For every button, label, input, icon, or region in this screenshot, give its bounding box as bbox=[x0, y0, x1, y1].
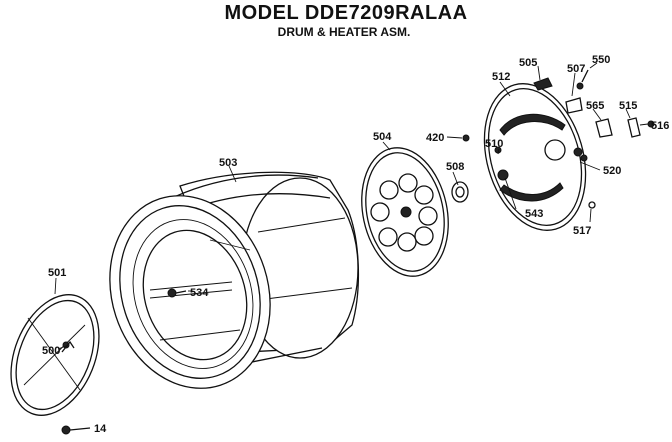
label-520: 520 bbox=[603, 165, 621, 177]
label-516: 516 bbox=[651, 120, 669, 132]
label-504: 504 bbox=[373, 131, 392, 143]
part-labels: 503 504 501 500 534 14 420 508 512 505 5… bbox=[42, 54, 669, 435]
rear-drum-head-part bbox=[361, 147, 449, 277]
label-515: 515 bbox=[619, 100, 637, 112]
bearing-508-part bbox=[451, 181, 469, 203]
small-parts-group bbox=[462, 69, 655, 209]
label-505: 505 bbox=[519, 57, 537, 69]
model-title: MODEL DDE7209RALAA bbox=[224, 2, 468, 24]
label-420: 420 bbox=[426, 132, 444, 144]
label-565: 565 bbox=[586, 100, 604, 112]
label-517: 517 bbox=[573, 225, 591, 237]
screw-14-part bbox=[61, 425, 91, 435]
label-550: 550 bbox=[592, 54, 610, 66]
leader-lines bbox=[54, 62, 649, 350]
label-500: 500 bbox=[42, 345, 60, 357]
label-534: 534 bbox=[190, 287, 209, 299]
label-512: 512 bbox=[492, 71, 510, 83]
label-508: 508 bbox=[446, 161, 464, 173]
label-501: 501 bbox=[48, 267, 66, 279]
label-503: 503 bbox=[219, 157, 237, 169]
assembly-subtitle: DRUM & HEATER ASM. bbox=[277, 25, 411, 39]
heater-panel-part bbox=[483, 83, 588, 231]
label-543: 543 bbox=[525, 208, 543, 220]
front-seal-ring-part bbox=[10, 294, 100, 416]
label-14: 14 bbox=[94, 423, 107, 435]
drum-part bbox=[109, 171, 360, 389]
label-510: 510 bbox=[485, 138, 503, 150]
label-507: 507 bbox=[567, 63, 585, 75]
